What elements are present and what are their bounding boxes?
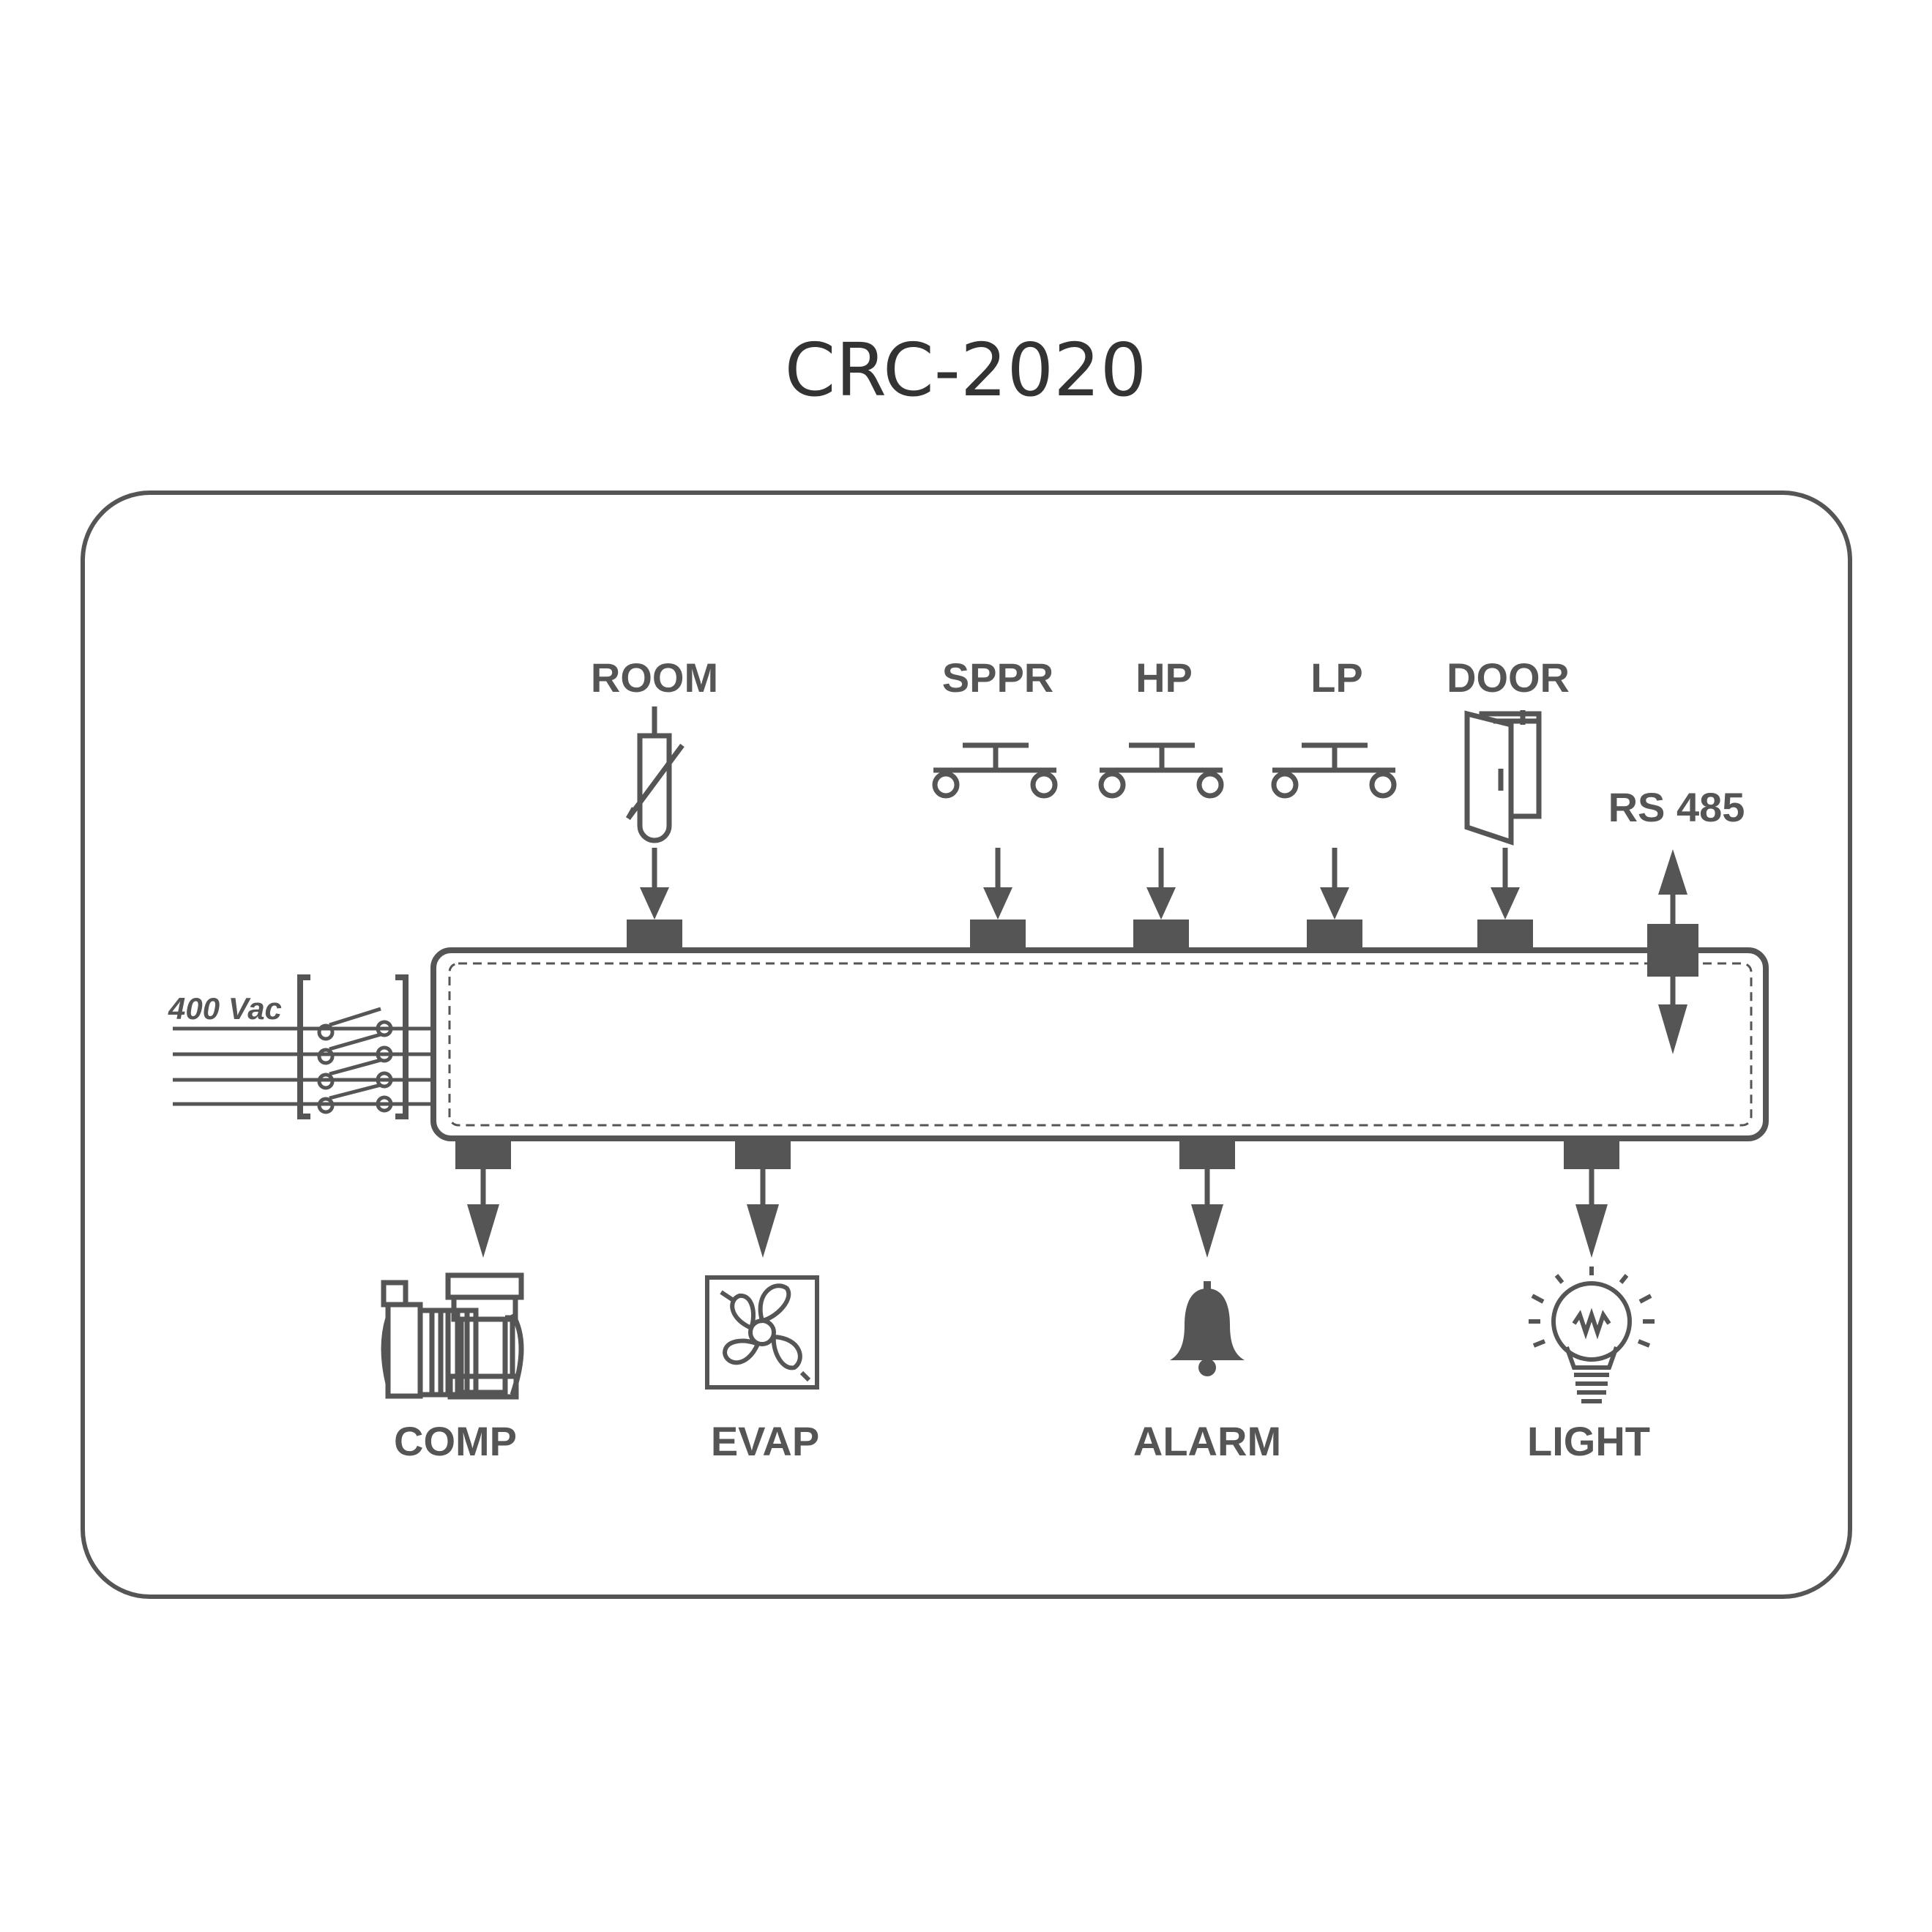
connector-evap bbox=[735, 1138, 791, 1169]
input-arrow-room bbox=[640, 848, 669, 920]
label-comp: COMP bbox=[394, 1418, 517, 1464]
output-arrow-evap bbox=[747, 1169, 779, 1258]
fan-icon bbox=[705, 1275, 819, 1390]
outer-frame bbox=[81, 491, 1852, 1599]
diagram-title: CRC-2020 bbox=[785, 327, 1147, 413]
input-arrow-sppr bbox=[983, 848, 1012, 920]
label-evap: EVAP bbox=[711, 1418, 819, 1464]
label-door: DOOR bbox=[1447, 654, 1570, 701]
thermistor-probe-icon bbox=[625, 706, 685, 843]
label-hp: HP bbox=[1135, 654, 1193, 701]
label-room: ROOM bbox=[591, 654, 718, 701]
switch-icon-sppr bbox=[932, 742, 1058, 799]
compressor-icon bbox=[381, 1272, 524, 1400]
controller-body bbox=[430, 947, 1769, 1141]
power-input-breaker bbox=[173, 974, 433, 1119]
connector-door bbox=[1477, 920, 1533, 950]
connector-alarm bbox=[1179, 1138, 1235, 1169]
output-arrow-alarm bbox=[1191, 1169, 1223, 1258]
door-icon bbox=[1464, 710, 1542, 846]
connector-lp bbox=[1307, 920, 1362, 950]
label-sppr: SPPR bbox=[942, 654, 1054, 701]
switch-icon-lp bbox=[1271, 742, 1397, 799]
label-alarm: ALARM bbox=[1133, 1418, 1281, 1464]
output-arrow-comp bbox=[467, 1169, 499, 1258]
label-rs485: RS 485 bbox=[1608, 784, 1745, 830]
switch-icon-hp bbox=[1098, 742, 1224, 799]
connector-light bbox=[1564, 1138, 1619, 1169]
label-light: LIGHT bbox=[1527, 1418, 1650, 1464]
input-arrow-hp bbox=[1146, 848, 1176, 920]
light-bulb-icon bbox=[1529, 1267, 1655, 1403]
connector-hp bbox=[1133, 920, 1189, 950]
output-arrow-light bbox=[1575, 1169, 1608, 1258]
connector-comp bbox=[455, 1138, 511, 1169]
input-arrow-lp bbox=[1320, 848, 1349, 920]
input-arrow-door bbox=[1491, 848, 1520, 920]
connector-sppr bbox=[970, 920, 1026, 950]
label-400vac: 400 Vac bbox=[168, 991, 282, 1026]
label-lp: LP bbox=[1310, 654, 1363, 701]
bell-icon bbox=[1170, 1281, 1245, 1376]
rs485-connector bbox=[1640, 849, 1706, 1054]
connector-room bbox=[627, 920, 682, 950]
